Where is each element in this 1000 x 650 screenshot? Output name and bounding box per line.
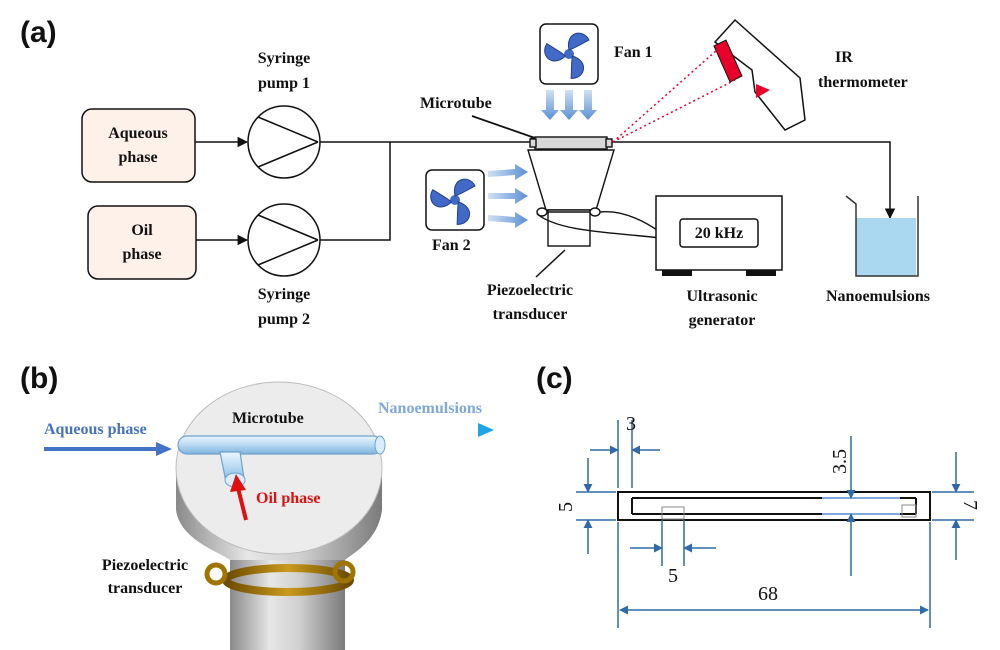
panel-c-label: (c) <box>536 362 573 395</box>
pump2-label-1: Syringe <box>258 286 310 303</box>
dim-5-left: 5 <box>555 502 577 512</box>
fan-1-airflow <box>541 90 597 120</box>
oil-phase-label-b: Oil phase <box>256 490 320 507</box>
beaker: Nanoemulsions <box>826 195 930 305</box>
panel-a: (a) Aqueous phase Oil phase Syringe pump… <box>20 16 930 329</box>
dim-3: 3 <box>626 413 636 435</box>
generator-label-2: generator <box>689 312 756 329</box>
microtube-pointer <box>471 115 536 139</box>
dim-3-5: 3.5 <box>829 449 851 474</box>
aqueous-phase-label-b: Aqueous phase <box>44 421 147 438</box>
ir-label-1: IR <box>835 49 853 66</box>
flow-lines <box>195 136 896 246</box>
microtube-body <box>534 136 608 150</box>
tube-drawing <box>617 491 931 521</box>
transducer-assembly <box>527 136 661 247</box>
aqueous-label-1: Aqueous <box>108 125 168 142</box>
piezo-label-2: transducer <box>493 306 568 323</box>
fan-2: Fan 2 <box>425 164 528 254</box>
generator-label-1: Ultrasonic <box>686 288 757 305</box>
fan-2-airflow <box>488 164 528 228</box>
ultrasonic-generator: 20 kHz Ultrasonic generator <box>655 195 783 329</box>
dim-5-bottom: 5 <box>668 565 678 587</box>
fan-2-icon <box>430 178 476 225</box>
ir-label-2: thermometer <box>818 74 908 91</box>
fan1-label: Fan 1 <box>614 44 653 61</box>
aqueous-phase-box: Aqueous phase <box>81 108 196 183</box>
pump2-label-2: pump 2 <box>258 311 310 328</box>
panel-b-label: (b) <box>20 362 58 395</box>
dim-7: 7 <box>959 500 981 510</box>
pump1-label-1: Syringe <box>258 50 310 67</box>
panel-a-label: (a) <box>20 16 57 49</box>
oil-phase-box: Oil phase <box>87 205 197 280</box>
dimension-lines <box>576 420 974 628</box>
ir-thermometer: IR thermometer <box>612 18 908 143</box>
piezo-label-b-1: Piezoelectric <box>102 557 188 574</box>
oil-label-2: phase <box>122 246 161 263</box>
fan-1-icon <box>544 32 590 79</box>
dim-68: 68 <box>758 583 778 605</box>
panel-c: (c) <box>536 362 981 628</box>
piezo-label-1: Piezoelectric <box>487 282 573 299</box>
oil-label-1: Oil <box>131 222 153 239</box>
syringe-pump-1: Syringe pump 1 <box>247 50 321 179</box>
nanoemulsions-label: Nanoemulsions <box>826 288 930 305</box>
aqueous-label-2: phase <box>118 149 157 166</box>
syringe-pump-2: Syringe pump 2 <box>247 203 321 328</box>
panel-b: (b) Aqueous phase Microtub <box>20 362 494 650</box>
piezo-label-b-2: transducer <box>108 580 183 597</box>
microtube-label-b: Microtube <box>232 410 304 427</box>
pump1-label-2: pump 1 <box>258 75 310 92</box>
generator-display: 20 kHz <box>695 225 743 242</box>
nanoemulsions-label-b: Nanoemulsions <box>378 400 482 417</box>
fan2-label: Fan 2 <box>432 237 471 254</box>
flow-arrows-b <box>44 423 494 521</box>
microtube-label: Microtube <box>420 95 492 112</box>
fan-1: Fan 1 <box>539 23 653 120</box>
